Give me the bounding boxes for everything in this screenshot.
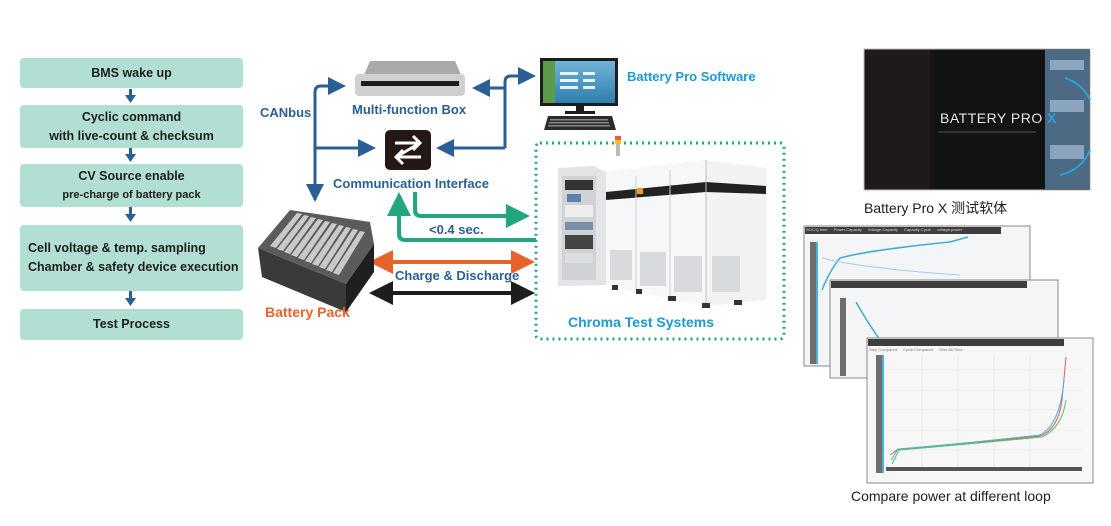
canbus-label: CANbus [260, 105, 312, 120]
splash-x-logo: X [1047, 110, 1057, 126]
chroma-system-border [534, 141, 786, 341]
flow-step-cv-source: CV Source enable pre-charge of battery p… [20, 164, 243, 207]
chart-tab[interactable]: Voltage-Capacity [867, 227, 899, 232]
latency-label: <0.4 sec. [429, 222, 484, 237]
flow-step-cyclic-command: Cyclic command with live-count & checksu… [20, 105, 243, 148]
battery-pro-x-caption: Battery Pro X 测试软体 [864, 200, 1008, 216]
battery-pro-x-splash [863, 48, 1091, 191]
multi-function-box-label: Multi-function Box [352, 102, 467, 117]
chroma-test-system-image [558, 136, 766, 308]
flow-step-cell-sampling: Cell voltage & temp. sampling Chamber & … [20, 225, 243, 291]
chroma-test-systems-label: Chroma Test Systems [568, 314, 715, 330]
communication-interface-icon [385, 130, 431, 170]
down-arrow-icon [125, 291, 136, 306]
step-text: CV Source enable [78, 168, 185, 183]
step-text: Test Process [93, 317, 170, 331]
step-subtext: Chamber & safety device execution [28, 260, 239, 274]
down-arrow-icon [125, 89, 136, 103]
chart-tab[interactable]: Capacity-Cycle [904, 227, 931, 232]
chart-window-3 [866, 337, 1094, 484]
chart-tab[interactable]: SOC/Q time [806, 227, 828, 232]
step-subtext: pre-charge of battery pack [62, 188, 201, 201]
flow-step-bms-wake-up: BMS wake up [20, 58, 243, 88]
chart-radio-options: Step Compared Cycle Compared Over All Ti… [869, 347, 963, 352]
step-text: Cyclic command [81, 109, 182, 124]
step-text: BMS wake up [91, 65, 172, 80]
radio-option[interactable]: Step Compared [869, 347, 898, 352]
down-arrow-icon [125, 148, 136, 162]
radio-option[interactable]: Cycle Compared [903, 347, 933, 352]
step-subtext: with live-count & checksum [49, 128, 214, 143]
step-text: Cell voltage & temp. sampling [28, 241, 206, 255]
chart-tab[interactable]: voltage-power [936, 227, 963, 232]
splash-title: BATTERY PRO X [940, 110, 1057, 126]
latency-arrows [387, 192, 536, 242]
radio-option[interactable]: Over All Time [938, 347, 963, 352]
compare-power-caption: Compare power at different loop [851, 488, 1051, 504]
charge-discharge-label: Charge & Discharge [395, 268, 520, 283]
multi-function-box-icon [355, 61, 465, 96]
chart-tabs: SOC/Q time Power-Capacity Voltage-Capaci… [806, 227, 962, 232]
computer-icon [540, 58, 618, 130]
chart-tab[interactable]: Power-Capacity [833, 227, 862, 232]
battery-pack-icon [258, 210, 374, 312]
communication-interface-label: Communication Interface [333, 176, 490, 191]
down-arrow-icon [125, 207, 136, 222]
splash-title-text: BATTERY PRO [940, 110, 1043, 126]
canbus-lines [306, 67, 536, 202]
battery-pack-label: Battery Pack [265, 304, 350, 320]
flow-step-test-process: Test Process [20, 309, 243, 340]
battery-pro-software-label: Battery Pro Software [627, 69, 756, 84]
flow-arrows [125, 89, 136, 306]
